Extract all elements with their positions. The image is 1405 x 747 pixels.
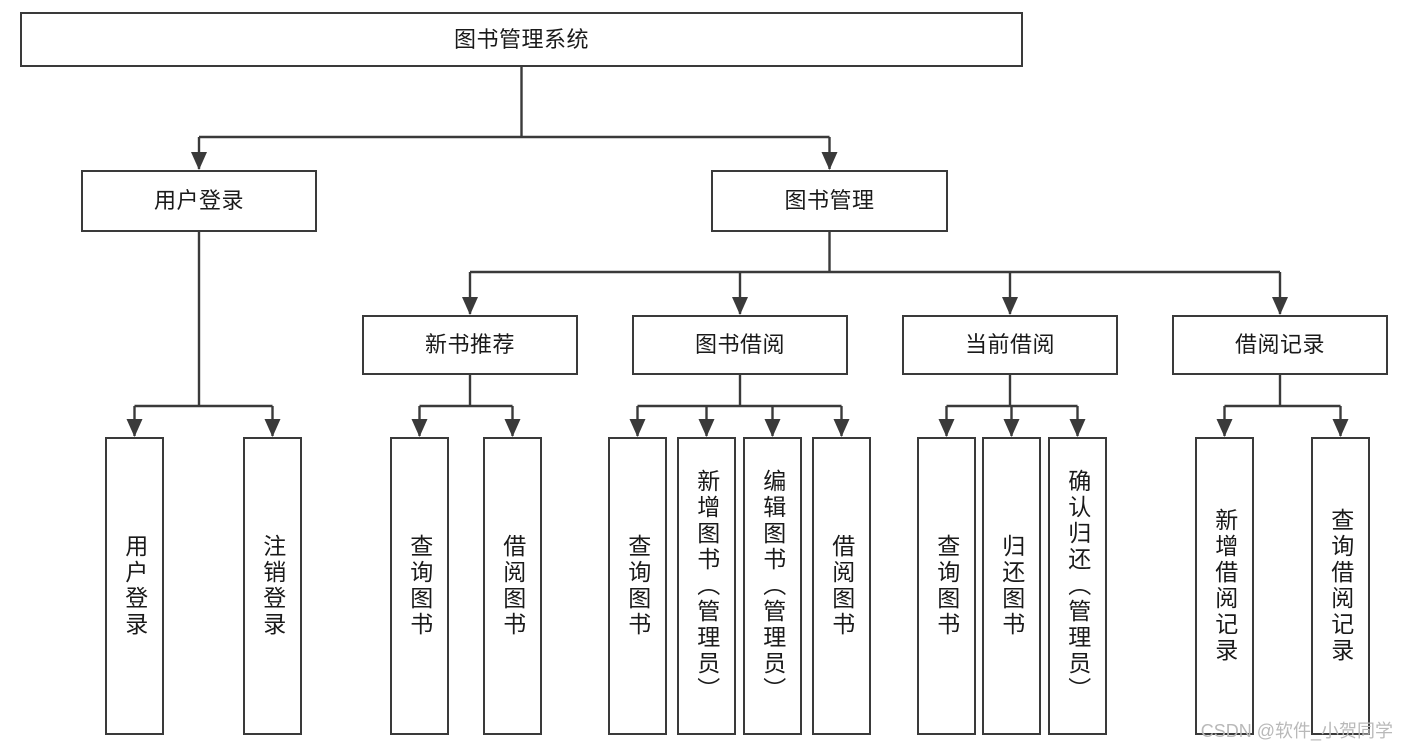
node-label-bb-add-book: 新增图书（管理员） [693,469,720,703]
node-label-nb-query-book: 查询图书 [406,534,433,638]
node-label-bb-edit-book: 编辑图书（管理员） [759,469,786,703]
watermark-label: CSDN @软件_小贺同学 [1200,721,1393,741]
node-label-nb-borrow-book: 借阅图书 [499,534,526,638]
node-label-cb-query-book: 查询图书 [933,534,960,638]
arrowhead-icon-borrow-records [1272,297,1288,315]
node-label-user-logout-leaf: 注销登录 [259,534,286,638]
node-book-management[interactable]: 图书管理 [711,170,948,232]
node-nb-query-book[interactable]: 查询图书 [390,437,449,735]
node-book-borrow[interactable]: 图书借阅 [632,315,848,375]
arrowhead-icon-nb-borrow-book [504,419,521,437]
node-nb-borrow-book[interactable]: 借阅图书 [483,437,542,735]
node-label-new-book-recommend: 新书推荐 [424,332,515,358]
arrowhead-icon-current-borrow [1002,297,1018,315]
arrowhead-icon-book-borrow [732,297,748,315]
arrowhead-icon-user-login [191,152,207,170]
arrowhead-icon-bb-add-book [698,419,715,437]
arrowhead-icon-cb-query-book [938,419,955,437]
node-current-borrow[interactable]: 当前借阅 [902,315,1118,375]
node-br-add-record[interactable]: 新增借阅记录 [1195,437,1254,735]
node-cb-query-book[interactable]: 查询图书 [917,437,976,735]
node-user-logout-leaf[interactable]: 注销登录 [243,437,302,735]
node-bb-add-book[interactable]: 新增图书（管理员） [677,437,736,735]
node-user-login[interactable]: 用户登录 [81,170,317,232]
node-cb-return-book[interactable]: 归还图书 [982,437,1041,735]
arrowhead-icon-bb-edit-book [764,419,781,437]
node-label-cb-confirm-return: 确认归还（管理员） [1064,469,1091,703]
arrowhead-icon-book-management [821,152,838,170]
node-cb-confirm-return[interactable]: 确认归还（管理员） [1048,437,1107,735]
node-bb-query-book[interactable]: 查询图书 [608,437,667,735]
node-label-br-add-record: 新增借阅记录 [1211,508,1238,664]
arrowhead-icon-cb-confirm-return [1069,419,1086,437]
node-label-book-borrow: 图书借阅 [694,332,785,358]
arrowhead-icon-bb-borrow-book [833,419,850,437]
arrowhead-icon-br-query-record [1332,419,1349,437]
node-user-login-leaf[interactable]: 用户登录 [105,437,164,735]
node-label-current-borrow: 当前借阅 [964,332,1055,358]
node-label-borrow-records: 借阅记录 [1234,332,1325,358]
arrowhead-icon-nb-query-book [411,419,428,437]
arrowhead-icon-user-login-leaf [126,419,143,437]
arrowhead-icon-br-add-record [1216,419,1233,437]
node-label-br-query-record: 查询借阅记录 [1327,508,1354,664]
arrowhead-icon-user-logout-leaf [264,419,281,437]
node-label-bb-borrow-book: 借阅图书 [828,534,855,638]
node-br-query-record[interactable]: 查询借阅记录 [1311,437,1370,735]
node-label-user-login-leaf: 用户登录 [121,534,148,638]
node-bb-borrow-book[interactable]: 借阅图书 [812,437,871,735]
node-label-root: 图书管理系统 [453,26,589,52]
arrowhead-icon-new-book-recommend [462,297,478,315]
node-label-user-login: 用户登录 [153,188,244,214]
node-label-bb-query-book: 查询图书 [624,534,651,638]
node-label-book-management: 图书管理 [784,188,875,214]
node-label-cb-return-book: 归还图书 [998,534,1025,638]
node-borrow-records[interactable]: 借阅记录 [1172,315,1388,375]
arrowhead-icon-cb-return-book [1003,419,1020,437]
node-new-book-recommend[interactable]: 新书推荐 [362,315,578,375]
arrowhead-icon-bb-query-book [629,419,646,437]
node-root[interactable]: 图书管理系统 [20,12,1023,67]
node-bb-edit-book[interactable]: 编辑图书（管理员） [743,437,802,735]
